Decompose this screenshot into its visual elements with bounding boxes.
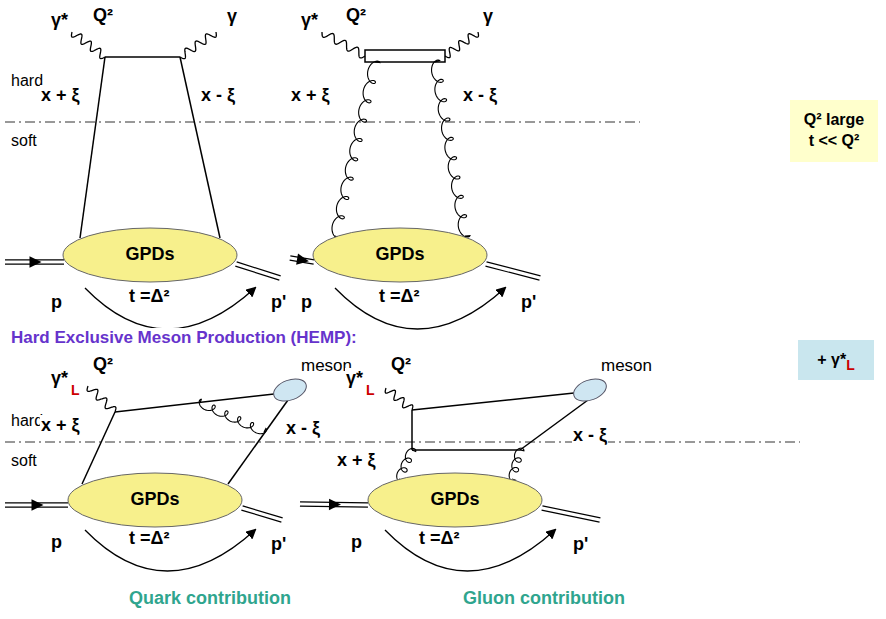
hard-soft-line [5,121,640,122]
symbol-label: p [50,292,63,313]
longitudinal-box: + γ*L [798,340,874,380]
quark-line [412,393,574,410]
box-fill [790,100,878,162]
symbol-label: γ [482,6,494,27]
symbol-label: γ* [50,368,69,389]
node-text: GPDs [430,488,479,511]
gpd-blob: GPDs [62,227,238,283]
meson-blob [571,375,610,405]
proton-arrow [32,499,44,510]
region-label: hard [10,72,44,90]
kinematics-box: Q² larget << Q² [790,100,878,162]
photon-line [87,386,116,412]
section-heading: Hard Exclusive Meson Production (HEMP): [10,328,358,348]
quark-line [115,394,274,412]
hard-soft-line [5,441,800,442]
gpd-ellipse [63,228,237,282]
photon-line [180,32,216,59]
photon-line [71,32,105,59]
proton-arrow [329,499,341,510]
symbol-label: t =Δ² [128,286,170,307]
symbol-label: p' [572,534,589,555]
proton-arrow [296,254,309,265]
node-text: GPDs [130,488,179,511]
momentum-arc [385,530,555,571]
gpd-ellipse [68,473,242,527]
region-label: soft [10,132,38,150]
node-text: t << Q² [809,131,860,152]
symbol-label: t =Δ² [128,528,170,549]
gluon-line [509,448,524,481]
gpd-ellipse [313,228,487,282]
symbol-label: γ* [300,10,319,31]
quark-line [228,400,288,484]
photon-line [322,32,365,58]
symbol-label: p [350,532,363,553]
symbol-label: p' [520,292,537,313]
proton-line [487,262,541,276]
symbol-label: Q² [345,5,367,26]
symbol-label: x - ξ [572,425,608,446]
node-text: + γ* [817,350,846,371]
meson-blob [271,375,310,405]
symbol-label: γ* [345,368,364,389]
gluon-line [199,399,266,433]
node-text: GPDs [125,243,174,266]
quark-line [411,410,413,450]
gpd-blob: GPDs [312,227,488,283]
quark-line [412,449,520,451]
symbol-label: Q² [390,354,412,375]
gpd-ellipse [368,473,542,527]
symbol-label: x - ξ [200,85,236,106]
node-text: L [846,356,855,374]
node-text: Q² large [804,110,864,131]
kinematics-box-outline [790,100,878,162]
symbol-label: p [50,532,63,553]
symbol-label: x + ξ [40,85,81,106]
region-label: hard [10,412,44,430]
symbol-label: x - ξ [462,85,498,106]
gpd-blob: GPDs [367,472,543,528]
symbol-label: γ* [50,10,69,31]
quark-line [105,56,180,58]
particle-label: meson [600,356,653,376]
region-label: soft [10,452,38,470]
quark-line [82,412,115,484]
proton-line [243,506,283,518]
gluon-line [332,61,380,238]
polarization-subscript: L [70,382,81,398]
symbol-label: γ [226,6,238,27]
symbol-label: x + ξ [40,415,81,436]
polarization-subscript: L [365,382,376,398]
symbol-label: x + ξ [336,450,377,471]
symbol-label: x + ξ [290,85,331,106]
symbol-label: t =Δ² [378,286,420,307]
caption-label: Quark contribution [128,588,292,609]
symbol-label: x - ξ [285,418,321,439]
symbol-label: Q² [92,5,114,26]
caption-label: Gluon contribution [462,588,626,609]
symbol-label: Q² [92,354,114,375]
photon-line [385,388,413,410]
hard-box [365,50,445,62]
proton-arrow [30,256,42,267]
photon-line [445,32,478,58]
symbol-label: p' [270,292,287,313]
symbol-label: p [300,292,313,313]
node-text: GPDs [375,243,424,266]
quark-line [80,57,105,238]
proton-line [237,262,281,276]
symbol-label: t =Δ² [418,528,460,549]
symbol-label: p' [270,534,287,555]
gpd-blob: GPDs [67,472,243,528]
box-fill [798,340,874,380]
proton-line [542,506,600,518]
